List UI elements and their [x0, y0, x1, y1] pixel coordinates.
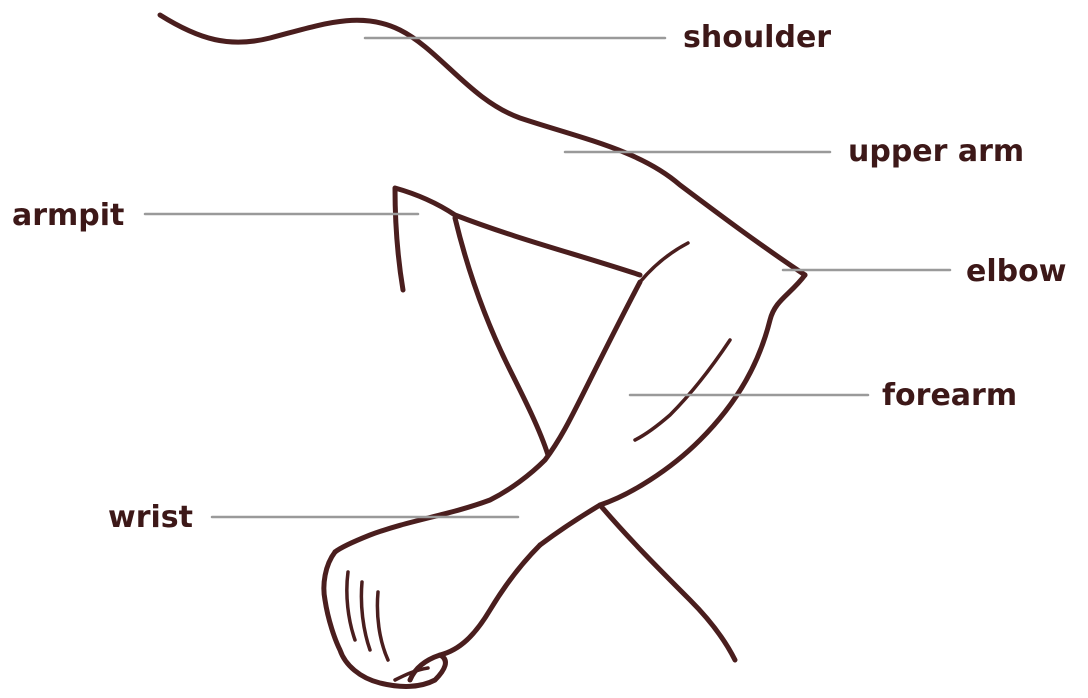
armpit-outline: [395, 188, 640, 290]
leader-lines: [145, 38, 950, 517]
label-shoulder: shoulder: [683, 20, 831, 55]
label-upper-arm: upper arm: [848, 134, 1024, 169]
arm-illustration: [160, 15, 805, 686]
label-armpit: armpit: [12, 198, 124, 233]
torso-outline: [600, 505, 735, 660]
fist-outline: [324, 552, 446, 686]
label-wrist: wrist: [108, 500, 193, 535]
finger-line-1: [347, 572, 355, 640]
inner-upper-arm-outline: [455, 218, 548, 455]
finger-line-2: [361, 582, 370, 650]
label-elbow: elbow: [966, 254, 1066, 289]
labels: shoulder upper arm armpit elbow forearm …: [12, 20, 1066, 535]
inner-elbow-outline: [640, 243, 688, 282]
finger-line-3: [377, 592, 388, 660]
label-forearm: forearm: [882, 378, 1017, 413]
fist-bottom-outline: [410, 545, 540, 680]
